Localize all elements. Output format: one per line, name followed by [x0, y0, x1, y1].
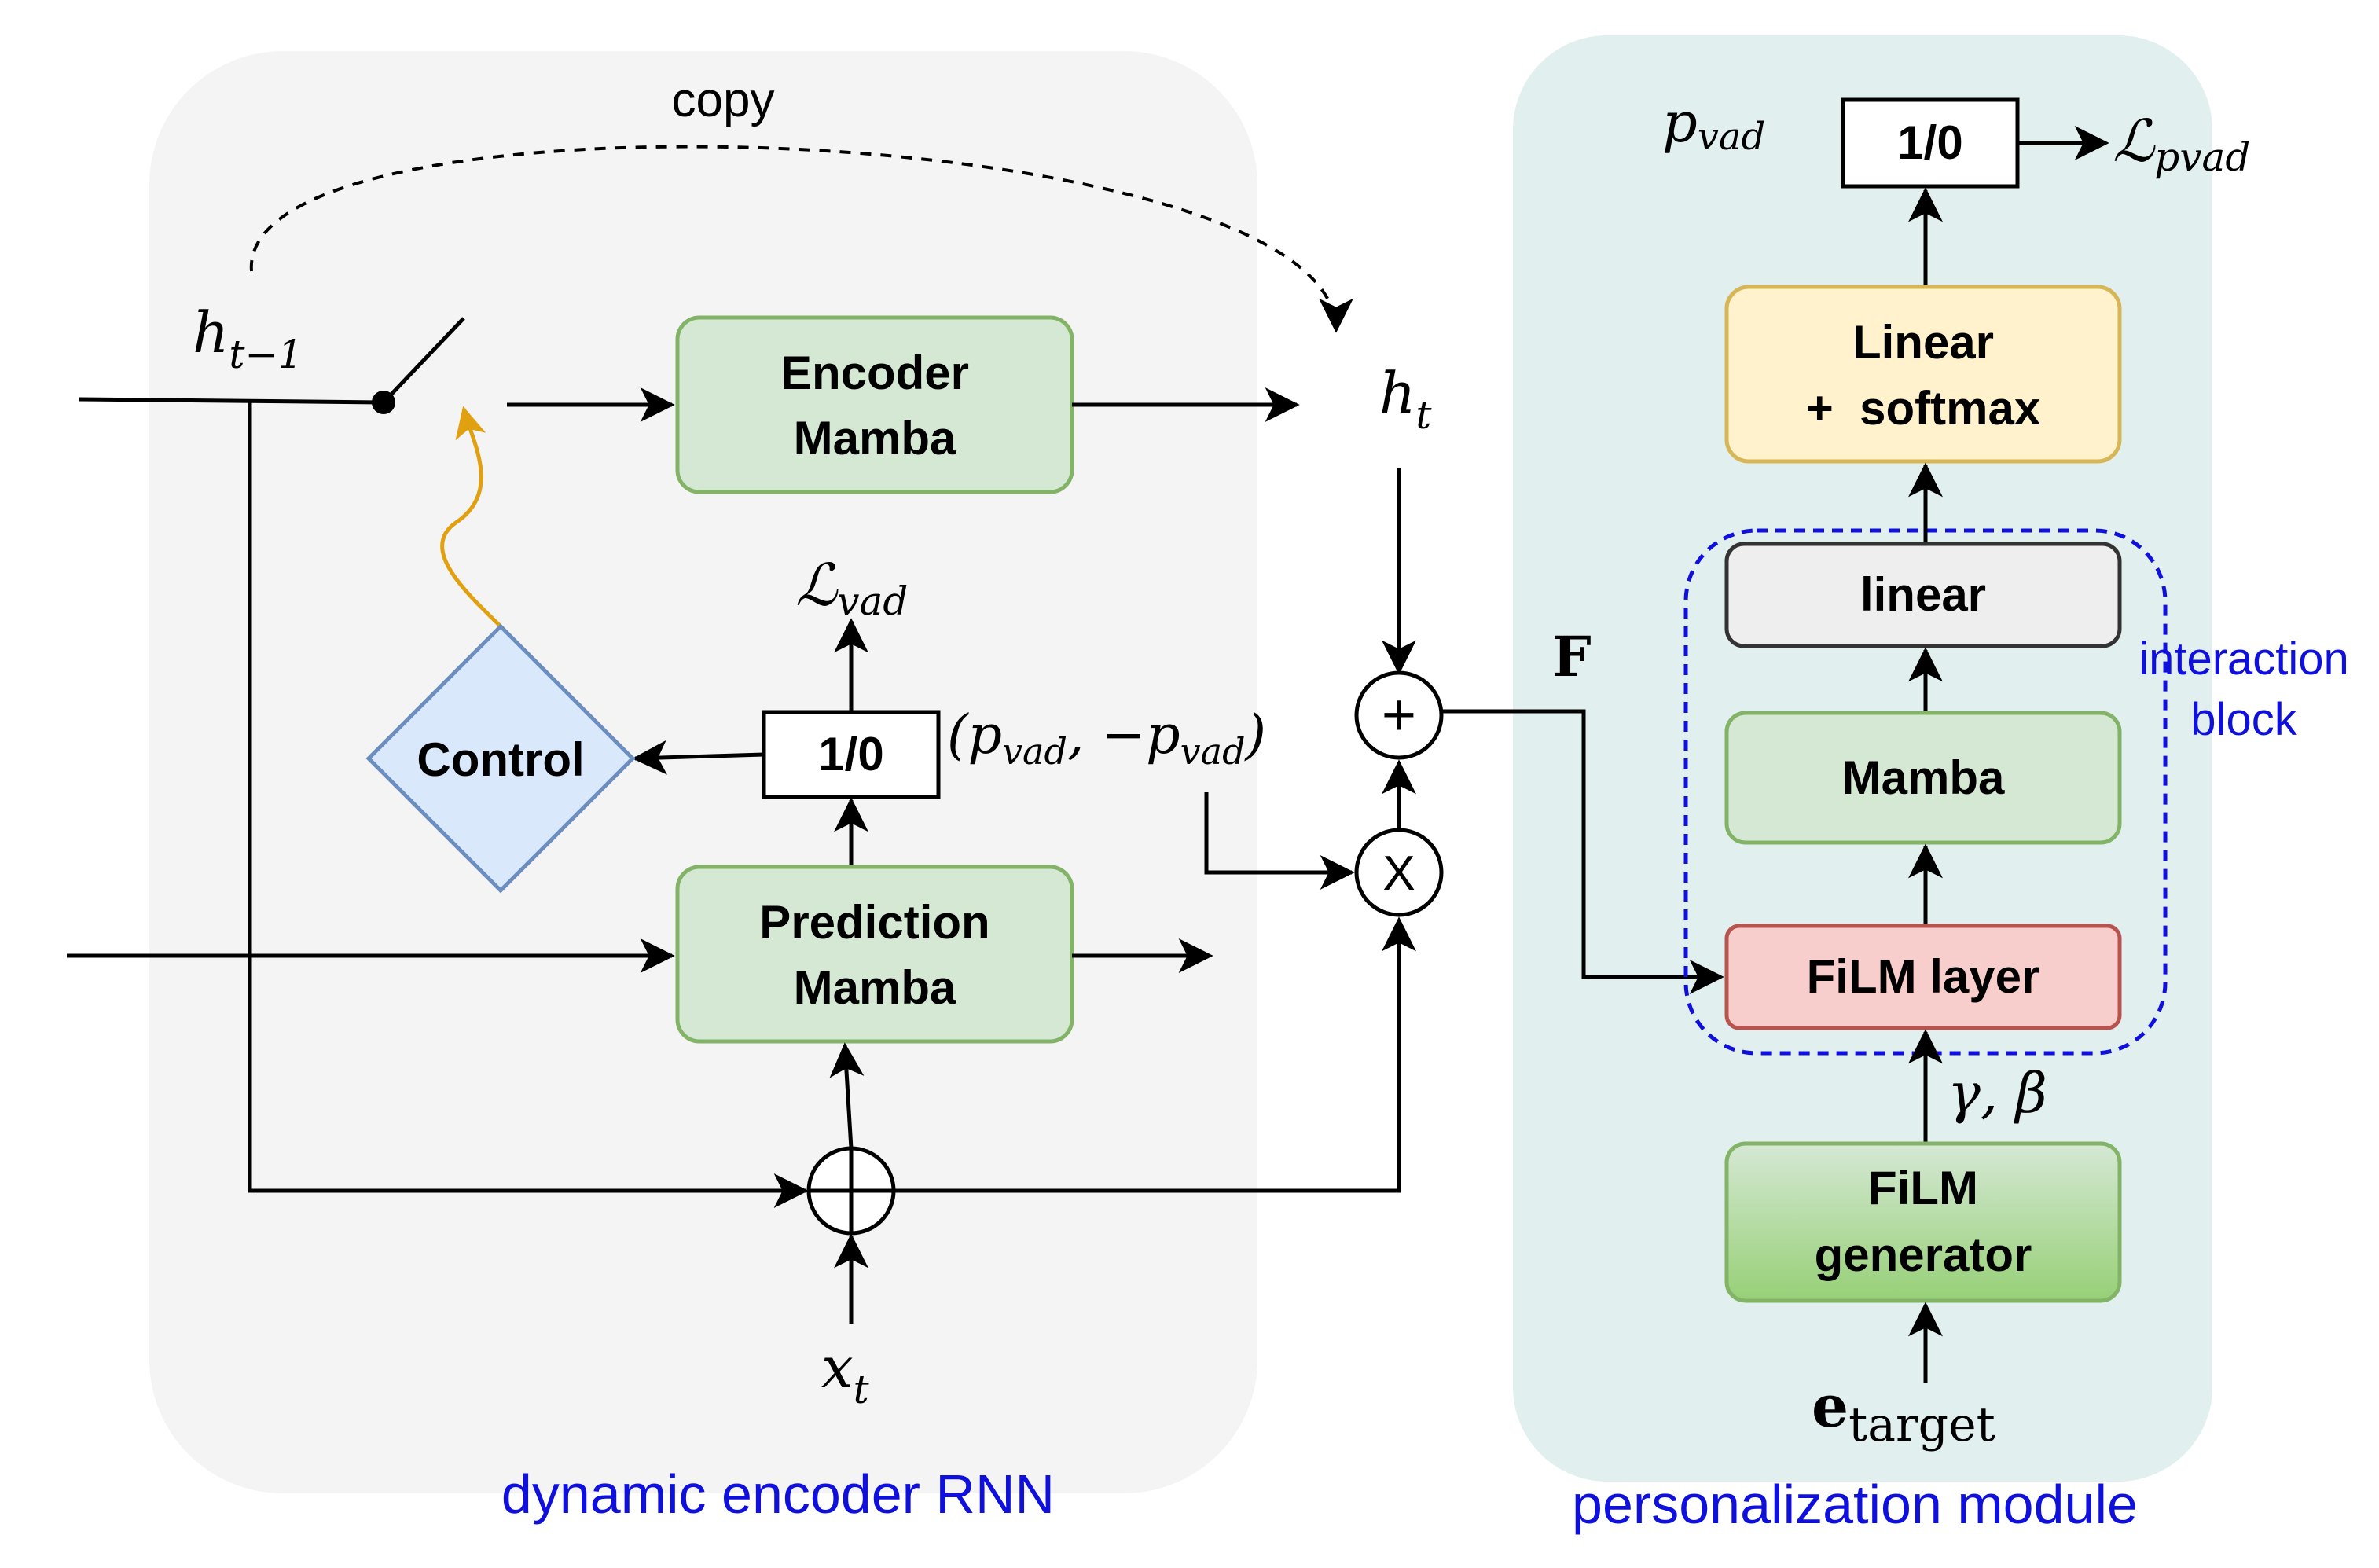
- linear-softmax-line1: Linear: [1852, 316, 1994, 369]
- encoder-mamba-box: [675, 315, 1074, 494]
- prediction-mamba-line2: Mamba: [794, 961, 956, 1014]
- multiply-symbol: X: [1382, 846, 1415, 901]
- mamba-label: Mamba: [1842, 751, 2005, 804]
- mamba-box: [1724, 711, 2122, 845]
- film-generator-line1: FiLM: [1868, 1162, 1978, 1214]
- loss-pvad-label: ℒpvad: [2113, 108, 2250, 180]
- copy-label: copy: [672, 73, 775, 127]
- h-prev-input-line: [78, 397, 382, 405]
- film-generator-box: [1724, 1141, 2122, 1303]
- concat-to-multiply-line: [894, 916, 1416, 1193]
- concat-to-prediction-arrow: [829, 1042, 865, 1149]
- right-region-caption: personalization module: [1572, 1474, 2138, 1535]
- interaction-caption-line2: block: [2190, 694, 2297, 745]
- prediction-mamba-box: [675, 865, 1074, 1044]
- F-label: F: [1552, 624, 1592, 689]
- left-region-caption: dynamic encoder RNN: [501, 1463, 1055, 1525]
- control-diamond: [365, 623, 636, 894]
- control-label: Control: [417, 733, 584, 786]
- linear-box: [1724, 542, 2122, 648]
- prediction-mamba-line1: Prediction: [759, 896, 989, 949]
- linear-softmax-line2: + softmax: [1806, 382, 2040, 435]
- film-layer-label: FiLM layer: [1807, 950, 2040, 1003]
- h-t-label: ht: [1379, 360, 1432, 438]
- binary-to-control-arrow: [632, 740, 765, 775]
- left-region-bg: [149, 51, 1257, 1493]
- pvad-pair-label: (pvad, −pvad): [947, 704, 1266, 773]
- x-t-label: xt: [821, 1335, 870, 1412]
- gamma-beta-label: γ, β: [1948, 1061, 2047, 1126]
- film-generator-line2: generator: [1815, 1228, 2032, 1281]
- copy-arrow: [249, 145, 1353, 333]
- pvad-binary-label: 1/0: [1897, 116, 1962, 169]
- linear-label: linear: [1860, 568, 1986, 621]
- vad-binary-label: 1/0: [818, 728, 883, 780]
- encoder-mamba-line1: Encoder: [780, 347, 969, 399]
- control-signal-arrow: [440, 406, 505, 630]
- interaction-caption-line1: interaction: [2139, 633, 2349, 685]
- pvad-binary-box: [1841, 97, 2020, 189]
- h-prev-label: ht−1: [193, 299, 303, 377]
- pvad-to-multiply-arrow: [1204, 792, 1355, 890]
- h-prev-down-line: [248, 401, 809, 1208]
- add-to-film-arrow: [1441, 709, 1724, 994]
- encoder-mamba-line2: Mamba: [794, 412, 956, 465]
- switch-blade: [382, 317, 465, 404]
- film-layer-box: [1724, 924, 2122, 1030]
- p-vad-label: pvad: [1662, 90, 1765, 159]
- linear-softmax-box: [1724, 285, 2122, 464]
- add-circle: [1354, 670, 1444, 760]
- e-target-label: etarget: [1812, 1373, 1995, 1452]
- add-symbol: +: [1382, 681, 1416, 748]
- loss-vad-label: ℒvad: [795, 552, 908, 624]
